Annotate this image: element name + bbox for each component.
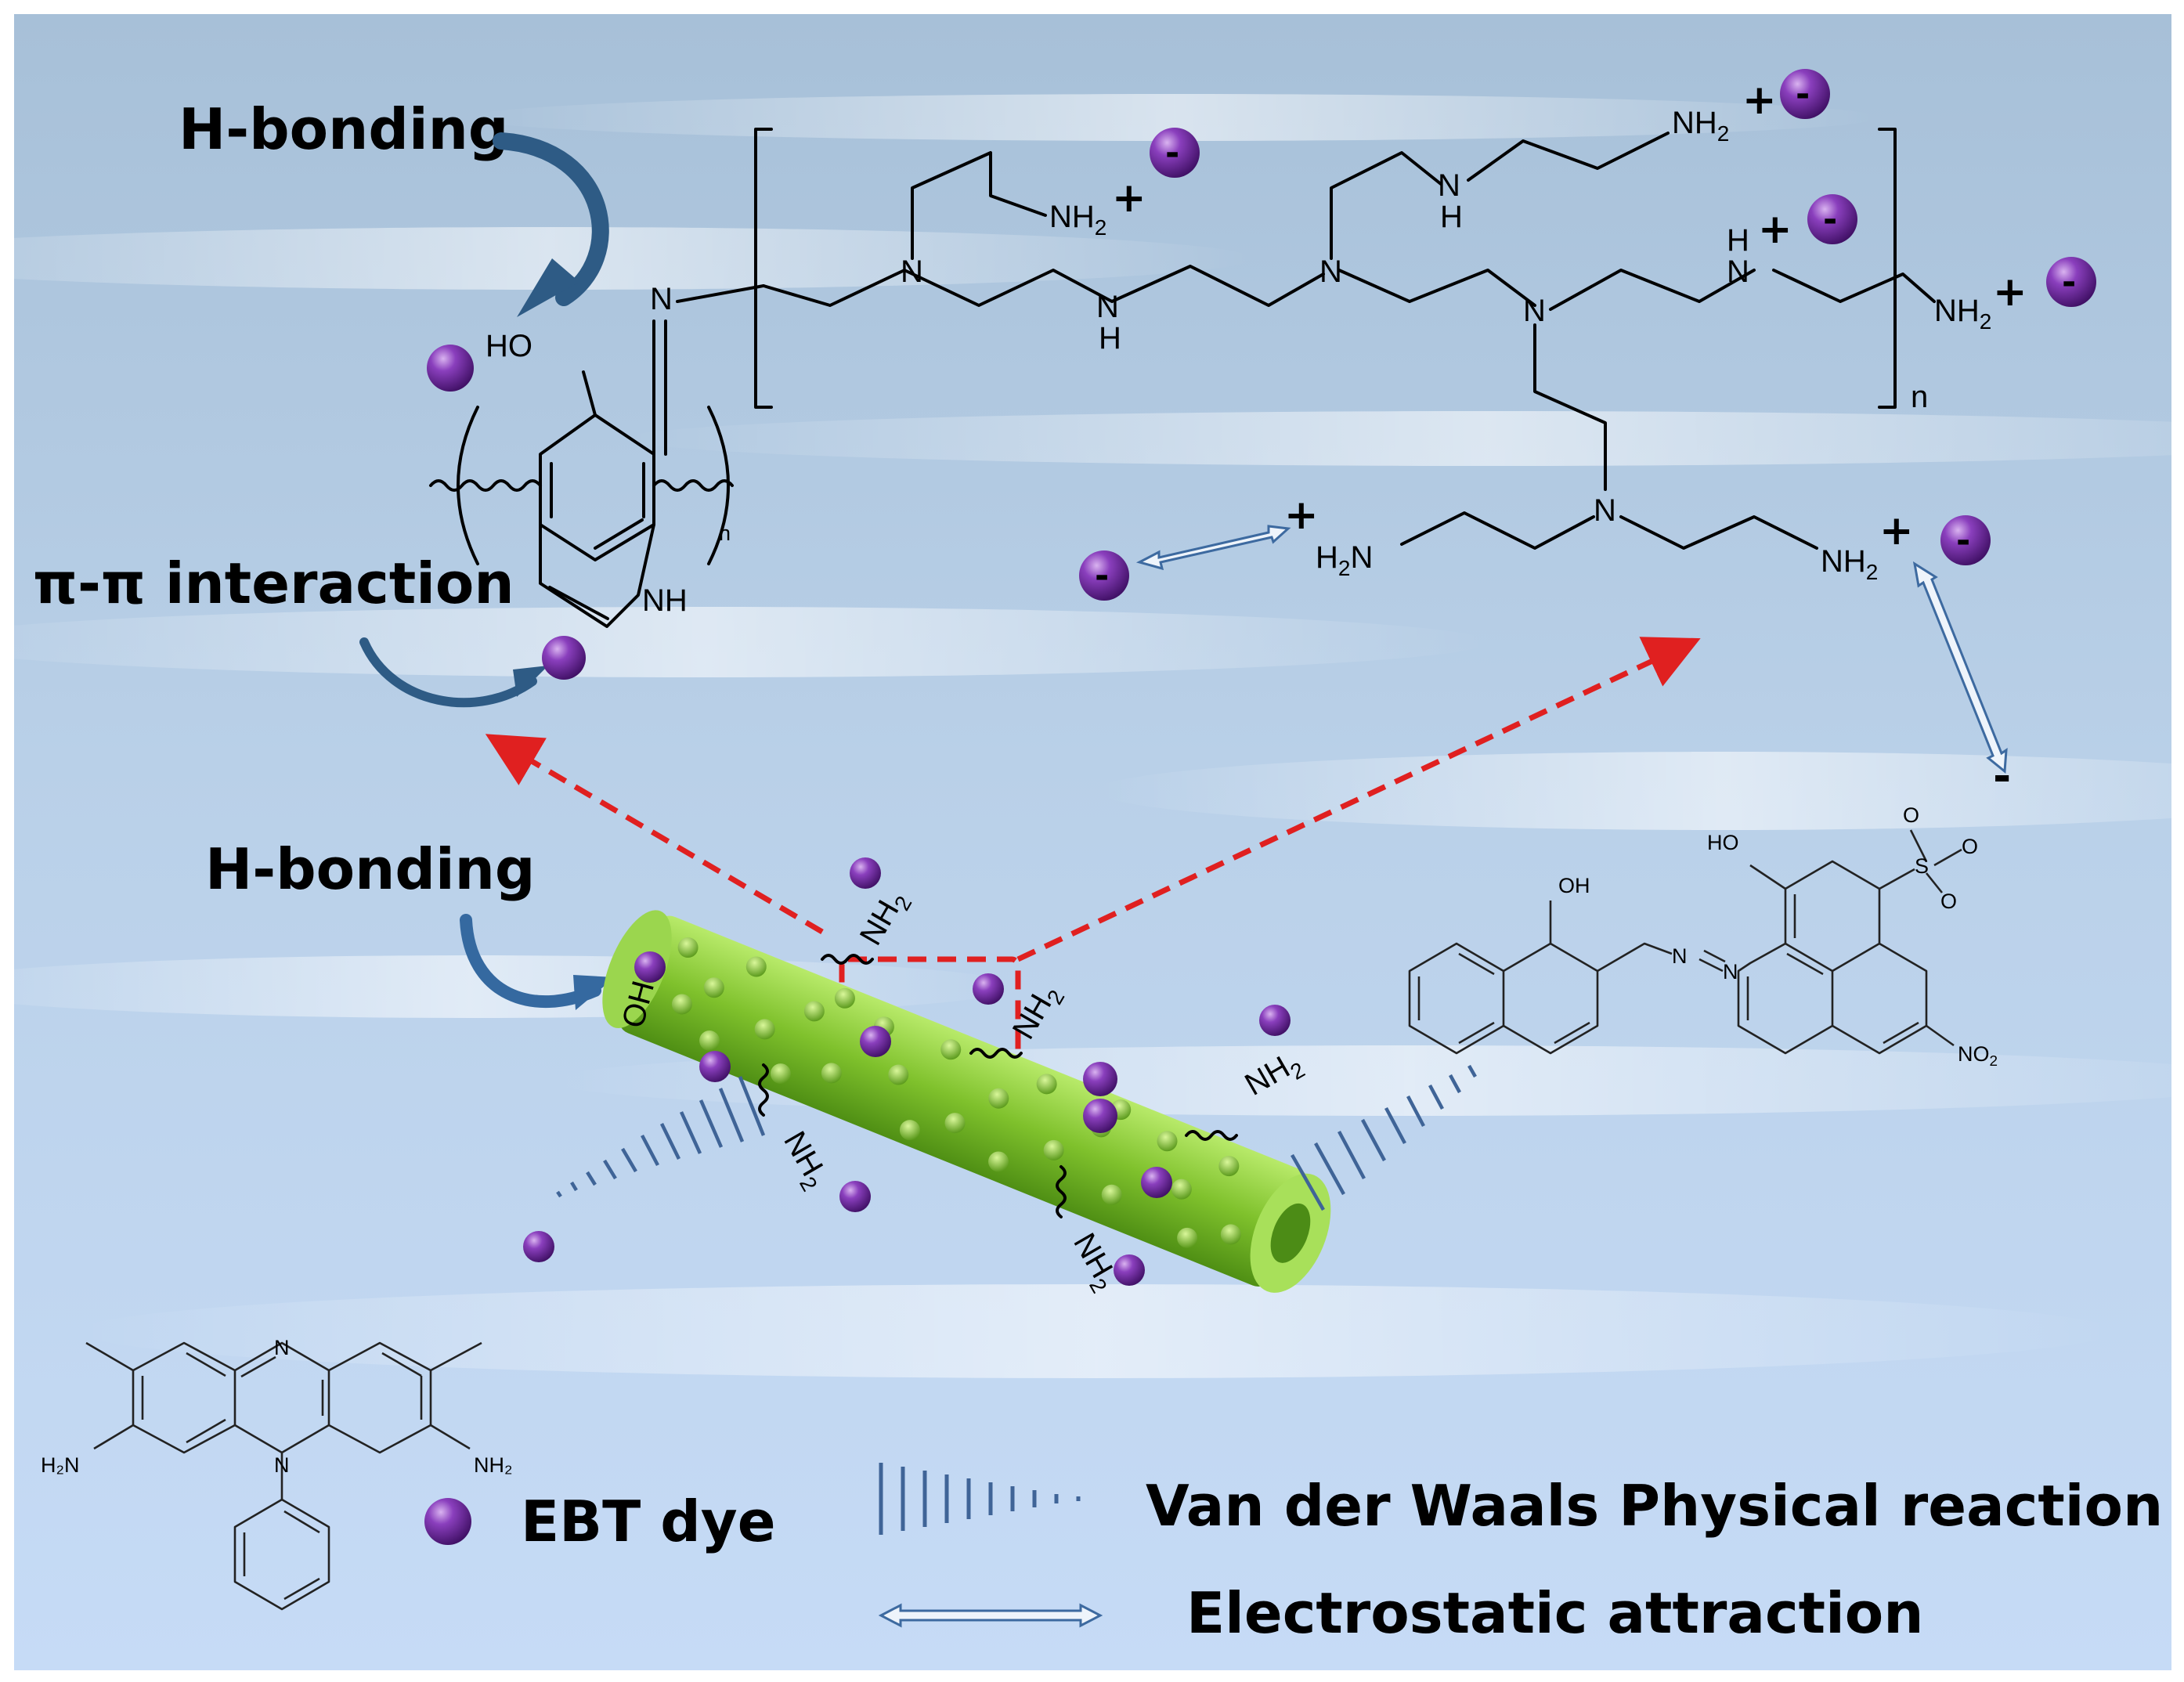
ebt-molecule <box>1408 829 1962 1055</box>
electrostatic-arrow-1 <box>1135 525 1291 571</box>
legend-electrostatic-swatch <box>878 1603 1103 1628</box>
nh2-terminal-4: NH2 <box>1821 544 1878 584</box>
pda-indole-structure <box>429 284 765 628</box>
pei-n4: N <box>1594 493 1616 528</box>
pei-nh2-n: N <box>1438 168 1460 203</box>
phenazine-molecule <box>85 1341 482 1611</box>
legend-vdw-swatch <box>879 1463 1081 1535</box>
anion-sphere-4 <box>2046 257 2096 307</box>
zoom-callout <box>485 637 1701 1088</box>
anion-dye-spheres <box>1079 69 2096 601</box>
legend-vdw-label: Van der Waals Physical reaction <box>1146 1473 2163 1539</box>
anion-sphere-1 <box>1150 128 1200 178</box>
charge-plus-1: + <box>1112 175 1146 222</box>
anion-sphere-3 <box>1807 194 1857 244</box>
electrostatic-arrows-top <box>1135 525 2008 774</box>
squiggle-2 <box>969 1048 1023 1059</box>
h-bond-top-arrow <box>493 132 609 306</box>
squiggle-3 <box>758 1063 769 1117</box>
charge-plus-4: + <box>1993 269 2027 316</box>
pei-chain <box>754 128 1936 550</box>
phenazine-nh2: NH₂ <box>474 1453 512 1477</box>
charge-plus-6: + <box>1879 507 1914 554</box>
pei-n1: N <box>901 254 923 289</box>
red-dash-arrow-right <box>1016 637 1701 962</box>
pei-nh2-h: H <box>1440 200 1463 234</box>
ebt-ho: HO <box>1707 831 1739 854</box>
ebt-no2: NO2 <box>1958 1042 1998 1070</box>
squiggle-1 <box>821 954 874 965</box>
anion-minus-1: - <box>1165 133 1179 173</box>
pei-nh3-n: N <box>1727 254 1749 289</box>
anion-sphere-5 <box>1079 550 1129 601</box>
anion-sphere-6 <box>1940 515 1991 565</box>
h2n-terminal: H2N <box>1316 540 1373 580</box>
pei-nh1-h: H <box>1099 321 1121 356</box>
ebt-o3: O <box>1940 890 1957 913</box>
nh2-terminal-1: NH2 <box>1049 200 1106 240</box>
anion-minus-4: - <box>2062 262 2076 302</box>
squiggle-4 <box>1056 1165 1067 1218</box>
pi-pi-label: π-π interaction <box>33 550 514 616</box>
adsorbed-dye-spheres <box>523 857 1291 1286</box>
pi-pi-arrowhead <box>513 666 548 697</box>
h-bond-mid-arrow <box>460 914 601 1009</box>
electrostatic-arrow-2 <box>1912 561 2008 774</box>
imine-n-label: N <box>650 282 673 316</box>
phenazine-n-bottom: N <box>274 1453 290 1477</box>
anion-sphere-2 <box>1780 69 1830 119</box>
phenazine-n-top: N <box>274 1336 290 1359</box>
amine-groups-on-tube <box>758 954 1238 1218</box>
pei-n3: N <box>1523 294 1546 328</box>
charge-plus-2: + <box>1742 77 1777 124</box>
vdw-hatch-tube-right <box>1291 1064 1477 1211</box>
vdw-hatch-tube-left <box>556 1076 766 1198</box>
nh2-terminal-2: NH2 <box>1672 106 1729 146</box>
tube-body <box>618 915 1309 1287</box>
ebt-o2: O <box>1962 835 1978 858</box>
tube-hole <box>1270 1203 1311 1263</box>
pda-repeat-n: n <box>719 522 731 545</box>
legend: EBT dye Van der Waals Physical reaction … <box>424 1463 2163 1646</box>
squiggle-5 <box>1185 1130 1238 1141</box>
ebt-sulfur: S <box>1915 854 1929 878</box>
red-dash-arrow-left <box>485 734 824 935</box>
phenazine-h2n: H₂N <box>41 1453 79 1477</box>
pei-repeat-n: n <box>1911 380 1928 414</box>
legend-electrostatic-label: Electrostatic attraction <box>1186 1580 1923 1646</box>
pei-nh3-h: H <box>1727 223 1749 258</box>
nh2-terminal-3: NH2 <box>1934 294 1991 334</box>
ho-label: HO <box>486 329 532 363</box>
anion-minus-3: - <box>1823 200 1837 240</box>
h-bond-top-arrowhead <box>517 258 579 317</box>
ebt-azo-n2: N <box>1723 960 1738 984</box>
dye-sphere-indole-1 <box>427 345 474 392</box>
ebt-o1: O <box>1903 803 1919 827</box>
charge-plus-5: + <box>1284 492 1319 539</box>
indole-nh-label: NH <box>642 583 688 618</box>
dye-sphere-indole-2 <box>542 636 586 680</box>
charge-plus-3: + <box>1758 206 1792 253</box>
anion-minus-5: - <box>1095 556 1109 596</box>
legend-dye-swatch <box>424 1498 471 1545</box>
pei-nh1-n: N <box>1096 290 1119 324</box>
pei-n2: N <box>1319 254 1342 289</box>
ebt-oh: OH <box>1558 874 1590 897</box>
anion-minus-2: - <box>1796 74 1810 114</box>
h-bonding-top-label: H-bonding <box>179 96 508 162</box>
h-bonding-mid-label: H-bonding <box>205 836 535 902</box>
anion-minus-6: - <box>1956 521 1970 561</box>
pi-pi-arrow <box>359 637 537 708</box>
legend-ebt-label: EBT dye <box>521 1489 776 1554</box>
ebt-azo-n1: N <box>1672 944 1688 968</box>
